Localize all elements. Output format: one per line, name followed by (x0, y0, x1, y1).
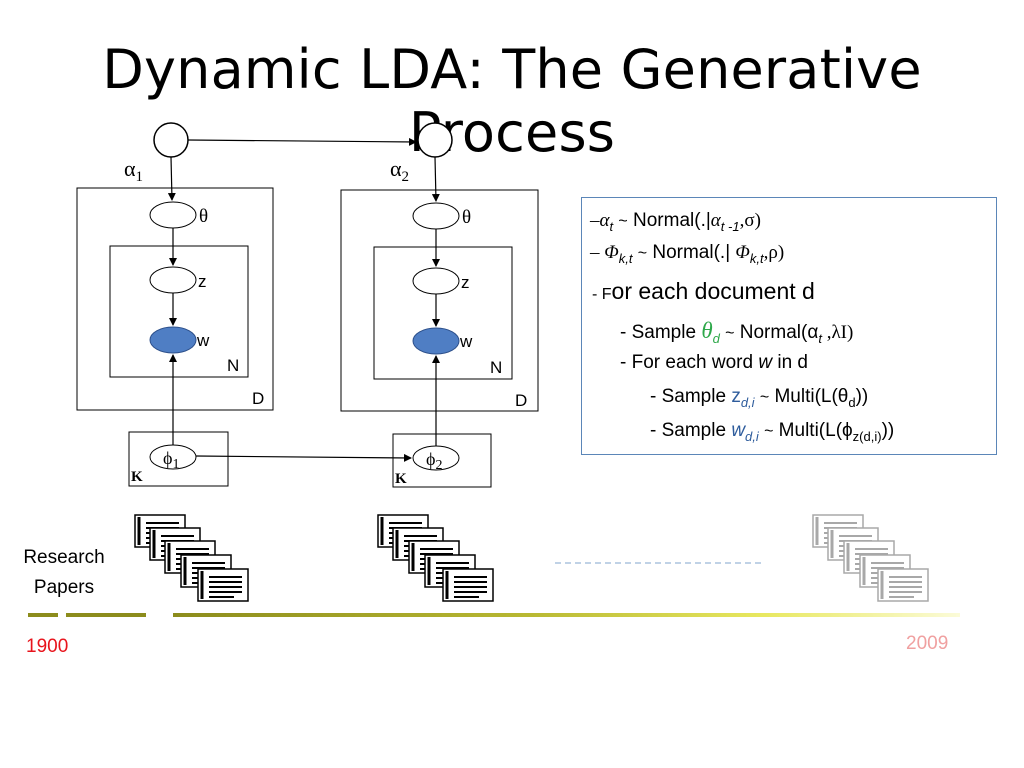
z-2-label: z (461, 273, 470, 292)
w-2-node (412, 327, 460, 355)
sample-w-line: - Sample wd,i ~ Multi(L(ϕz(d,i))) (650, 420, 895, 444)
year-end: 2009 (906, 633, 949, 654)
phi-2-label: ϕ2 (426, 449, 442, 473)
z-1-node (149, 266, 197, 294)
w-1-node (149, 326, 197, 354)
z-2-node (412, 267, 460, 295)
plate-d-2 (340, 189, 539, 412)
slide-title: Dynamic LDA: The Generative Process (102, 38, 922, 164)
model-2: α2 θ z w N D ϕ2 K (340, 122, 539, 488)
research-papers-line1: Research (23, 547, 105, 568)
alpha-2-label: α2 (390, 156, 409, 185)
theta-2-label: θ (462, 207, 471, 228)
generative-process-box: –αt ~ Normal(.|αt -1,σ) – Φk,t ~ Normal(… (581, 197, 997, 455)
document-stack-1 (133, 513, 250, 603)
theta-1-label: θ (199, 206, 208, 227)
alpha-1-node (153, 122, 189, 158)
k-1-label: K (131, 469, 143, 485)
n-1-label: N (227, 356, 239, 375)
plate-d-1 (76, 187, 274, 411)
for-each-word-line: - For each word w in d (620, 352, 808, 373)
plate-n-1 (109, 245, 249, 378)
plate-n-2 (373, 246, 513, 380)
timeline (28, 613, 960, 617)
theta-2-node (412, 202, 460, 230)
phi-1-label: ϕ1 (163, 448, 179, 472)
d-2-label: D (515, 391, 527, 410)
year-start: 1900 (26, 636, 69, 657)
z-1-label: z (198, 272, 207, 291)
research-papers-line2: Papers (33, 577, 95, 598)
for-each-document-line: - For each document d (592, 278, 815, 304)
document-stack-3 (811, 513, 930, 603)
w-2-label: w (459, 332, 473, 351)
n-2-label: N (490, 358, 502, 377)
edge-alpha-theta-1 (167, 156, 176, 201)
k-2-label: K (395, 471, 407, 487)
edge-alpha-theta-2 (431, 156, 440, 202)
document-stack-2 (376, 513, 495, 603)
plate-k-2 (392, 433, 492, 488)
plate-k-1 (128, 431, 229, 487)
model-1: α1 θ z w N D ϕ1 K (76, 122, 274, 487)
alpha-2-node (417, 122, 453, 158)
alpha-1-label: α1 (124, 156, 143, 185)
w-1-label: w (196, 331, 210, 350)
edge-phi-1-to-phi-2 (195, 453, 412, 462)
edge-alpha-1-to-alpha-2 (187, 137, 417, 146)
sample-z-line: - Sample zd,i ~ Multi(L(θd)) (650, 386, 869, 410)
sample-theta-line: - Sample θd ~ Normal(αt ,λI) (620, 318, 854, 346)
alpha-transition-line: –αt ~ Normal(.|αt -1,σ) (590, 210, 761, 234)
research-papers-label: Research Papers (12, 543, 116, 603)
phi-transition-line: – Φk,t ~ Normal(.| Φk,t,ρ) (590, 242, 785, 266)
theta-1-node (149, 201, 197, 229)
d-1-label: D (252, 389, 264, 408)
